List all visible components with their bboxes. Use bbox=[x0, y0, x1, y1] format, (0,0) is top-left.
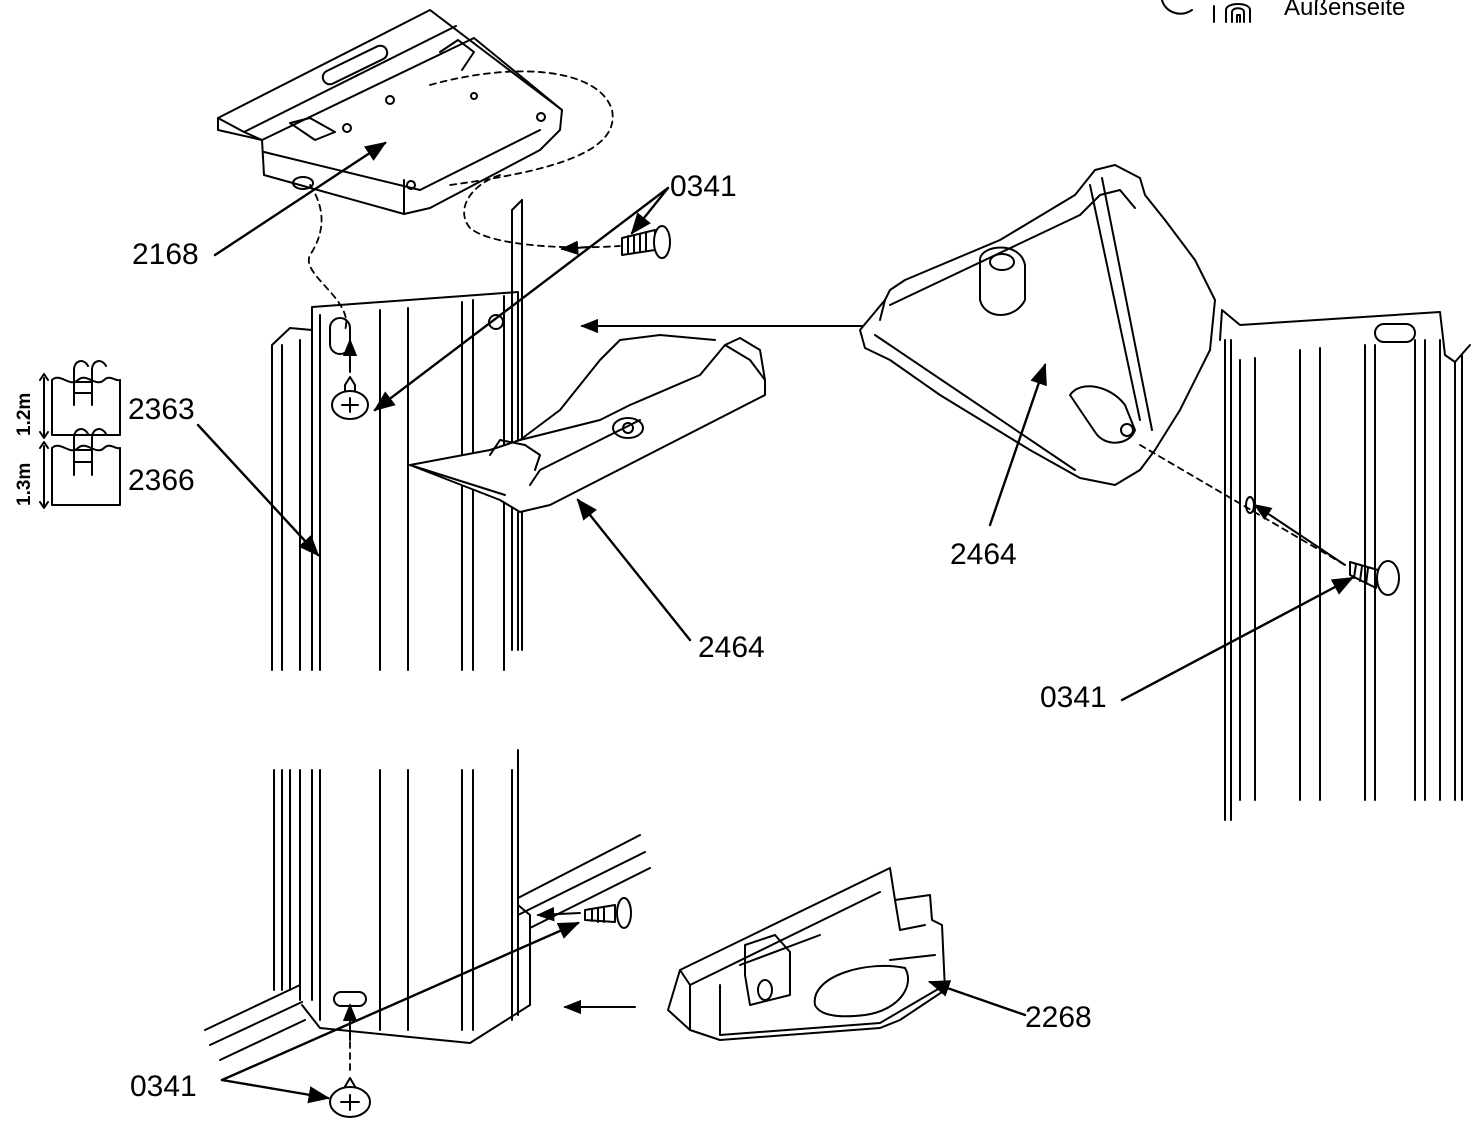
post-upper bbox=[271, 199, 523, 671]
base-rail bbox=[204, 834, 651, 1061]
label-2464-right: 2464 bbox=[950, 538, 1017, 571]
screw-top-0341 bbox=[621, 225, 671, 259]
base-plate-2268 bbox=[667, 867, 946, 1041]
screw-base-0341 bbox=[584, 897, 632, 929]
leader-lines bbox=[196, 141, 1354, 1104]
height-label-1-2m: 1.2m bbox=[14, 392, 35, 436]
label-2168: 2168 bbox=[132, 238, 199, 271]
screw-bottom-0341 bbox=[329, 1077, 371, 1118]
right-bracket-2464 bbox=[859, 164, 1216, 486]
label-0341-right: 0341 bbox=[1040, 681, 1107, 714]
pool-outside-icon bbox=[1161, 0, 1251, 23]
right-post bbox=[1219, 309, 1471, 821]
post-lower bbox=[273, 749, 531, 1044]
label-0341-top: 0341 bbox=[670, 170, 737, 203]
label-2268: 2268 bbox=[1025, 1001, 1092, 1034]
pool-ladder-icon-1 bbox=[39, 360, 121, 439]
pool-ladder-icon-2 bbox=[39, 428, 121, 509]
screw-post-0341 bbox=[331, 376, 369, 420]
label-2363: 2363 bbox=[128, 393, 195, 426]
center-bracket-2464 bbox=[409, 334, 766, 513]
label-2366: 2366 bbox=[128, 464, 195, 497]
label-0341-bottom: 0341 bbox=[130, 1070, 197, 1103]
top-cap-2168 bbox=[217, 9, 563, 215]
label-2464-center: 2464 bbox=[698, 631, 765, 664]
outside-label: Außenseite bbox=[1284, 0, 1406, 21]
height-label-1-3m: 1.3m bbox=[14, 462, 35, 506]
screw-right-0341 bbox=[1349, 560, 1400, 596]
motion-arrows bbox=[342, 240, 1346, 1041]
